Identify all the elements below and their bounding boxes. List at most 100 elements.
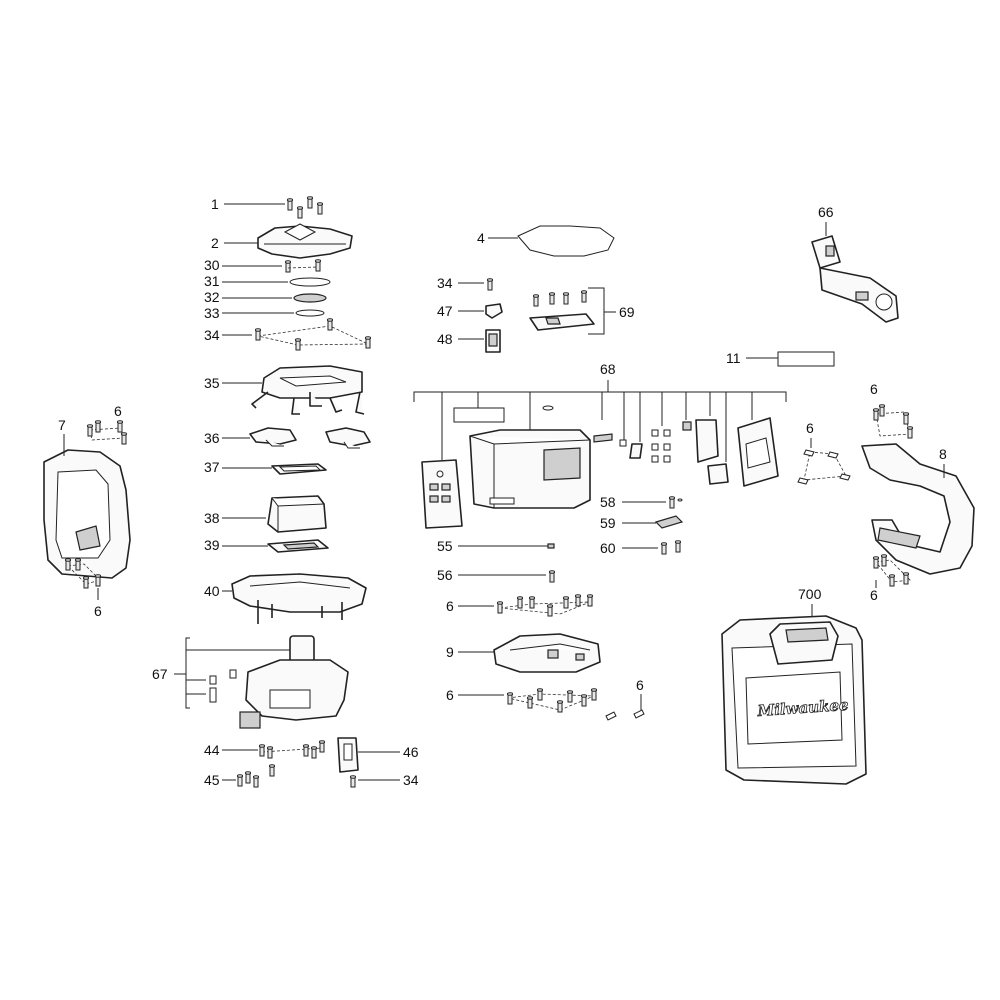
callout-55: 55 xyxy=(437,538,555,554)
callout-6-left-bottom: 6 xyxy=(64,558,102,619)
label-60: 60 xyxy=(600,540,616,556)
carry-case-part-700: Milwaukee xyxy=(721,615,867,785)
label-32: 32 xyxy=(204,289,220,305)
callout-60: 60 xyxy=(600,540,682,556)
label-700: 700 xyxy=(798,586,822,602)
label-47: 47 xyxy=(437,303,453,319)
top-cover-part-2 xyxy=(257,223,353,259)
callout-36: 36 xyxy=(204,430,250,446)
label-9: 9 xyxy=(446,644,454,660)
callout-4: 4 xyxy=(477,225,615,257)
label-4: 4 xyxy=(477,230,485,246)
callout-34-screws: 34 xyxy=(204,318,372,351)
callout-37: 37 xyxy=(204,459,327,475)
label-68: 68 xyxy=(600,361,616,377)
callout-7: 7 xyxy=(58,417,66,456)
label-6-right-mid: 6 xyxy=(806,420,814,436)
callout-11: 11 xyxy=(726,350,835,367)
base-plate-part-9 xyxy=(493,633,601,673)
callout-6-pins: 6 xyxy=(605,677,645,721)
label-56: 56 xyxy=(437,567,453,583)
label-34-left: 34 xyxy=(204,327,220,343)
callout-6-center-bottom: 6 xyxy=(446,687,598,713)
brackets-part-36 xyxy=(249,427,371,449)
label-37: 37 xyxy=(204,459,220,475)
receiver-bracket-part-66 xyxy=(811,235,899,323)
callout-6-right-bottom: 6 xyxy=(870,554,911,603)
callout-46: 46 xyxy=(358,744,419,760)
label-1: 1 xyxy=(211,196,219,212)
callout-48: 48 xyxy=(437,329,501,353)
label-45: 45 xyxy=(204,772,220,788)
callout-33: 33 xyxy=(204,305,325,321)
pcb-part-69 xyxy=(529,290,595,331)
label-44: 44 xyxy=(204,742,220,758)
label-48: 48 xyxy=(437,331,453,347)
label-67: 67 xyxy=(152,666,168,682)
label-6-center-top: 6 xyxy=(446,598,454,614)
bracket-part-46 xyxy=(337,737,359,773)
callout-6-right-top: 6 xyxy=(870,381,914,439)
rotor-assembly-part-67 xyxy=(209,635,349,729)
label-6-right-bottom: 6 xyxy=(870,587,878,603)
callout-56: 56 xyxy=(437,567,556,583)
callout-35: 35 xyxy=(204,375,262,391)
callout-34-center: 34 xyxy=(437,275,494,291)
callout-6-right-mid: 6 xyxy=(797,420,851,485)
callout-9: 9 xyxy=(446,644,494,660)
label-36: 36 xyxy=(204,430,220,446)
callout-39: 39 xyxy=(204,537,329,553)
callout-6-center-top: 6 xyxy=(446,594,594,617)
callout-40: 40 xyxy=(204,583,232,599)
label-7: 7 xyxy=(58,417,66,433)
callout-32: 32 xyxy=(204,289,327,305)
label-40: 40 xyxy=(204,583,220,599)
label-55: 55 xyxy=(437,538,453,554)
callout-69: 69 xyxy=(588,287,635,335)
label-46: 46 xyxy=(403,744,419,760)
label-6-center-bottom: 6 xyxy=(446,687,454,703)
housing-parts-68 xyxy=(421,405,779,529)
label-35: 35 xyxy=(204,375,220,391)
base-part-40 xyxy=(231,573,367,624)
screws-part-1 xyxy=(286,196,324,219)
label-69: 69 xyxy=(619,304,635,320)
callout-2: 2 xyxy=(211,235,258,251)
callout-47: 47 xyxy=(437,303,503,319)
label-8: 8 xyxy=(939,446,947,462)
callout-68: 68 xyxy=(413,361,787,462)
label-6-left-top: 6 xyxy=(114,403,122,419)
callout-58: 58 xyxy=(600,494,683,510)
label-66: 66 xyxy=(818,204,834,220)
label-33: 33 xyxy=(204,305,220,321)
label-11: 11 xyxy=(726,350,741,366)
callout-44: 44 xyxy=(204,740,326,759)
label-58: 58 xyxy=(600,494,616,510)
callout-45: 45 xyxy=(204,764,276,788)
left-handle-part-7 xyxy=(43,449,131,579)
callout-8: 8 xyxy=(939,446,947,478)
callout-59: 59 xyxy=(600,515,684,531)
label-6-left-bottom: 6 xyxy=(94,603,102,619)
label-38: 38 xyxy=(204,510,220,526)
callout-6-left-top: 6 xyxy=(86,403,128,445)
label-6-right-top: 6 xyxy=(870,381,878,397)
callout-30: 30 xyxy=(204,257,322,273)
callout-31: 31 xyxy=(204,273,331,289)
callout-67: 67 xyxy=(152,637,290,709)
label-59: 59 xyxy=(600,515,616,531)
callout-66: 66 xyxy=(818,204,834,236)
label-6-pins: 6 xyxy=(636,677,644,693)
callout-1: 1 xyxy=(211,196,285,212)
frame-part-35 xyxy=(251,365,365,415)
label-34-center: 34 xyxy=(437,275,453,291)
label-34-lower: 34 xyxy=(403,772,419,788)
label-39: 39 xyxy=(204,537,220,553)
callout-34-lower: 34 xyxy=(349,772,419,788)
right-handle-part-8 xyxy=(861,443,975,575)
label-30: 30 xyxy=(204,257,220,273)
label-2: 2 xyxy=(211,235,219,251)
callout-38: 38 xyxy=(204,495,327,533)
label-31: 31 xyxy=(204,273,220,289)
